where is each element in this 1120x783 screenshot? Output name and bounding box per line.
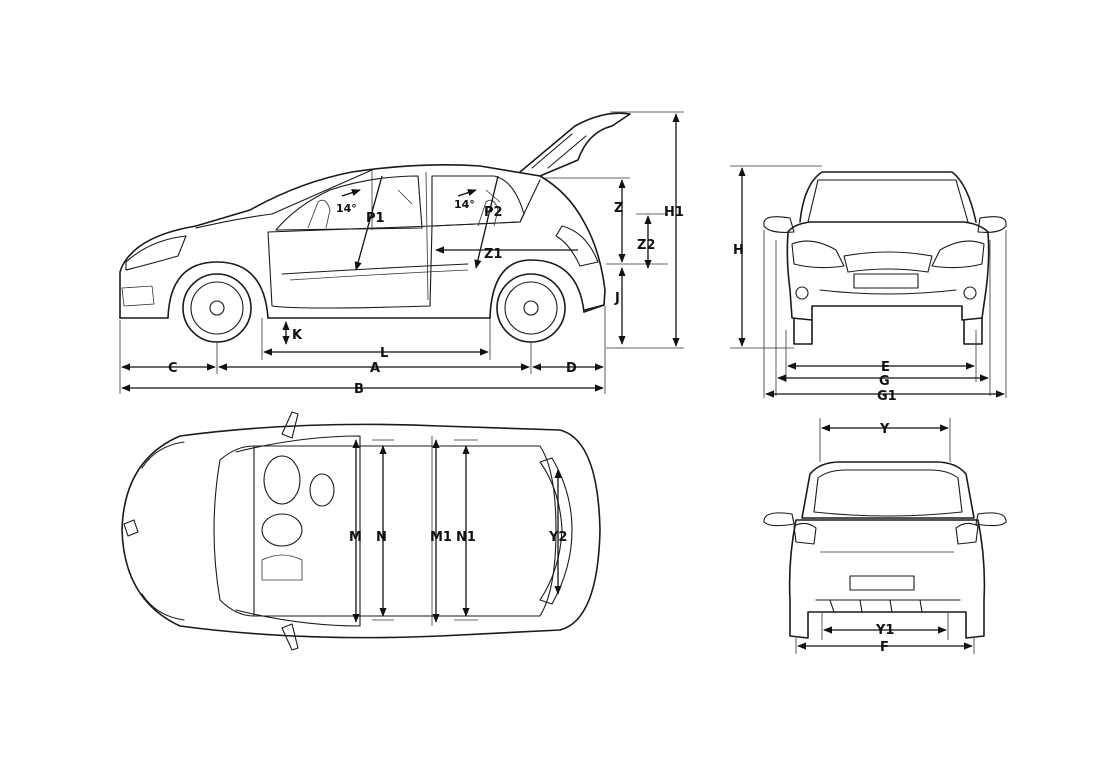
label-M: M: [349, 530, 362, 545]
label-H1: H1: [664, 205, 684, 220]
label-Z2: Z2: [637, 238, 655, 253]
label-Y2: Y2: [548, 530, 567, 545]
label-F: F: [880, 640, 889, 655]
label-B: B: [354, 382, 364, 397]
label-K: K: [292, 328, 303, 343]
rear-view: [763, 461, 1007, 639]
front-view-labels: H E G G1: [733, 243, 897, 404]
rear-view-labels: Y Y1 F: [875, 422, 894, 655]
label-P1: P1: [366, 211, 385, 226]
label-C: C: [168, 361, 178, 376]
label-Y1: Y1: [875, 623, 894, 638]
label-L: L: [380, 346, 388, 361]
label-P2: P2: [484, 205, 503, 220]
label-front-angle: 14°: [336, 202, 357, 215]
label-M1: M1: [430, 530, 452, 545]
top-view-labels: M N M1 N1 Y2: [349, 530, 567, 545]
label-J: J: [614, 291, 620, 306]
side-view-dimensions: [119, 111, 684, 394]
label-A: A: [370, 361, 380, 376]
label-G: G: [879, 374, 890, 389]
label-N: N: [376, 530, 387, 545]
label-N1: N1: [456, 530, 476, 545]
label-Z1: Z1: [484, 247, 502, 262]
label-Y: Y: [879, 422, 890, 437]
top-view-dimensions: [352, 439, 562, 623]
label-Z: Z: [614, 201, 623, 216]
side-view-labels: P1 P2 14° 14° Z Z1 Z2 H1 J K L C A D B: [168, 198, 684, 397]
label-H: H: [733, 243, 744, 258]
front-view: [763, 171, 1007, 345]
label-E: E: [881, 360, 890, 375]
label-D: D: [566, 361, 577, 376]
rear-view-dimensions: [795, 418, 975, 654]
front-view-dimensions: [730, 165, 1007, 398]
label-rear-angle: 14°: [454, 198, 475, 211]
side-view: [119, 112, 631, 343]
label-G1: G1: [877, 389, 897, 404]
